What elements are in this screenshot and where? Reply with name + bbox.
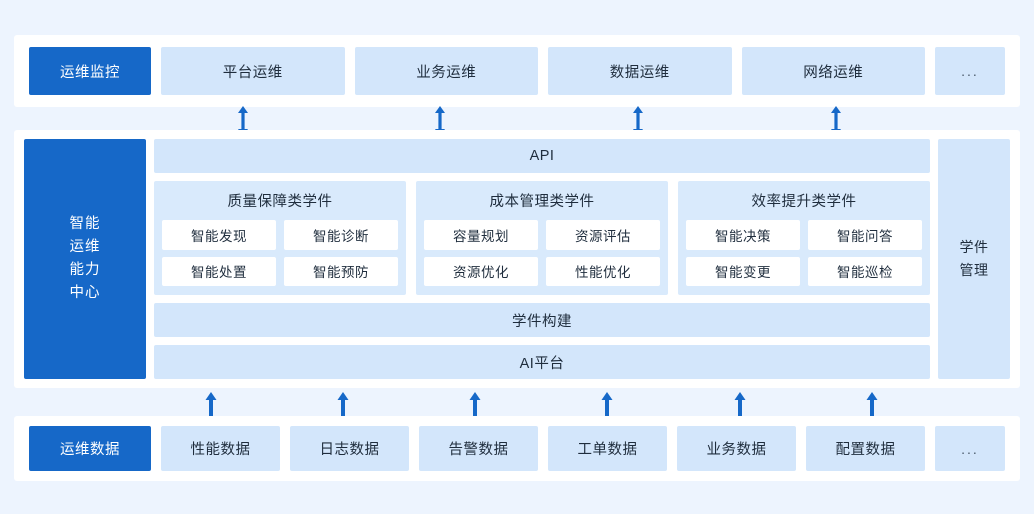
top-cell-platform-ops[interactable]: 平台运维 — [161, 47, 345, 95]
bottom-cell-business-data[interactable]: 业务数据 — [677, 426, 796, 471]
chip-intelligent-discovery[interactable]: 智能发现 — [162, 220, 276, 250]
double-arrow-icon — [825, 104, 847, 138]
bottom-cell-more-ellipsis[interactable]: ... — [935, 426, 1005, 471]
ops-data-layer: 运维数据 性能数据 日志数据 告警数据 工单数据 业务数据 配置数据 ... — [14, 416, 1020, 481]
chip-intelligent-change[interactable]: 智能变更 — [686, 256, 800, 286]
layer-header-ops-data[interactable]: 运维数据 — [29, 426, 151, 471]
layer-header-capability-center[interactable]: 智能 运维 能力 中心 — [24, 139, 146, 379]
up-arrow-icon — [200, 386, 222, 420]
chip-intelligent-qa[interactable]: 智能问答 — [808, 220, 922, 250]
learnware-build-bar[interactable]: 学件构建 — [154, 303, 930, 337]
chip-intelligent-inspection[interactable]: 智能巡检 — [808, 256, 922, 286]
top-cell-data-ops[interactable]: 数据运维 — [548, 47, 732, 95]
up-arrow-icon — [861, 386, 883, 420]
bottom-arrow-band — [0, 386, 1034, 420]
chip-intelligent-remediation[interactable]: 智能处置 — [162, 256, 276, 286]
bottom-cell-config-data[interactable]: 配置数据 — [806, 426, 925, 471]
bottom-cell-alarm-data[interactable]: 告警数据 — [419, 426, 538, 471]
top-cell-more-ellipsis[interactable]: ... — [935, 47, 1005, 95]
bottom-cell-ticket-data[interactable]: 工单数据 — [548, 426, 667, 471]
up-arrow-icon — [729, 386, 751, 420]
learnware-groups-row: 质量保障类学件 智能发现 智能诊断 智能处置 智能预防 成本管理类学件 容量规划… — [154, 181, 930, 295]
api-bar[interactable]: API — [154, 139, 930, 173]
group-title: 质量保障类学件 — [227, 194, 333, 210]
up-arrow-icon — [596, 386, 618, 420]
top-arrow-band — [0, 104, 1034, 138]
group-card-quality-assurance: 质量保障类学件 智能发现 智能诊断 智能处置 智能预防 — [154, 181, 406, 295]
up-arrow-icon — [332, 386, 354, 420]
bottom-cell-log-data[interactable]: 日志数据 — [290, 426, 409, 471]
learnware-management-panel[interactable]: 学件 管理 — [938, 139, 1010, 379]
chip-intelligent-decision[interactable]: 智能决策 — [686, 220, 800, 250]
bottom-cell-performance-data[interactable]: 性能数据 — [161, 426, 280, 471]
chip-performance-optimization[interactable]: 性能优化 — [546, 256, 660, 286]
double-arrow-icon — [627, 104, 649, 138]
top-cell-business-ops[interactable]: 业务运维 — [354, 47, 538, 95]
group-title: 成本管理类学件 — [489, 194, 595, 210]
chip-capacity-planning[interactable]: 容量规划 — [424, 220, 538, 250]
ai-platform-bar[interactable]: AI平台 — [154, 345, 930, 379]
ops-monitoring-layer: 运维监控 平台运维 业务运维 数据运维 网络运维 ... — [14, 35, 1020, 107]
chip-resource-assessment[interactable]: 资源评估 — [546, 220, 660, 250]
group-chip-grid: 智能决策 智能问答 智能变更 智能巡检 — [686, 220, 922, 286]
group-card-efficiency-improvement: 效率提升类学件 智能决策 智能问答 智能变更 智能巡检 — [678, 181, 930, 295]
chip-intelligent-prevention[interactable]: 智能预防 — [284, 256, 398, 286]
double-arrow-icon — [232, 104, 254, 138]
group-chip-grid: 智能发现 智能诊断 智能处置 智能预防 — [162, 220, 398, 286]
chip-intelligent-diagnosis[interactable]: 智能诊断 — [284, 220, 398, 250]
up-arrow-icon — [464, 386, 486, 420]
aiops-capability-layer: 智能 运维 能力 中心 API 质量保障类学件 智能发现 智能诊断 智能处置 智… — [14, 130, 1020, 388]
capability-stack: API 质量保障类学件 智能发现 智能诊断 智能处置 智能预防 成本管理类学件 … — [154, 139, 930, 379]
group-chip-grid: 容量规划 资源评估 资源优化 性能优化 — [424, 220, 660, 286]
layer-header-ops-monitoring[interactable]: 运维监控 — [29, 47, 151, 95]
group-title: 效率提升类学件 — [751, 194, 857, 210]
double-arrow-icon — [429, 104, 451, 138]
top-cell-network-ops[interactable]: 网络运维 — [741, 47, 925, 95]
group-card-cost-management: 成本管理类学件 容量规划 资源评估 资源优化 性能优化 — [416, 181, 668, 295]
chip-resource-optimization[interactable]: 资源优化 — [424, 256, 538, 286]
